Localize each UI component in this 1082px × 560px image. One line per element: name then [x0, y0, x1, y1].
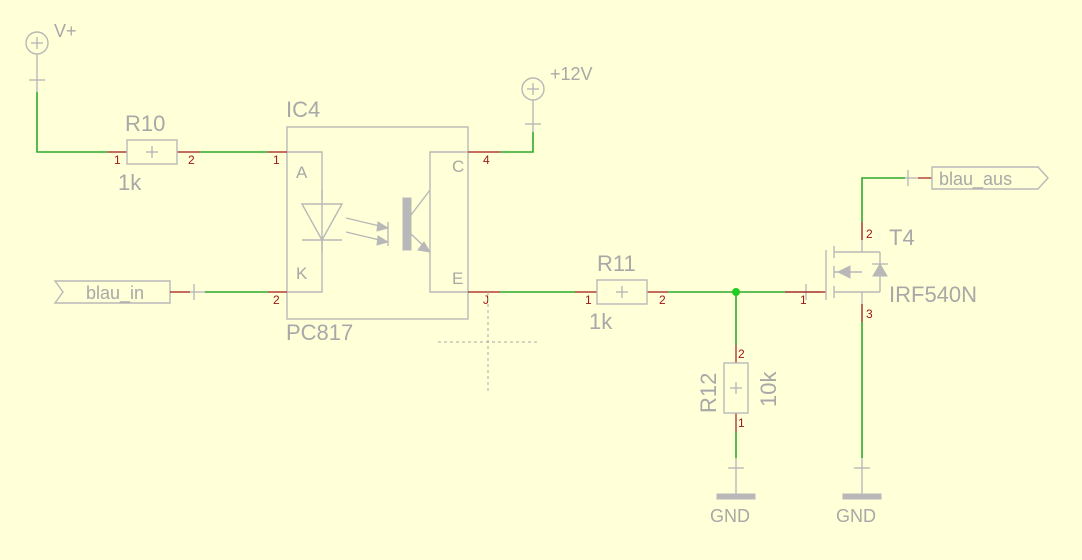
junction-dot [732, 288, 740, 296]
r10-pin1: 1 [114, 153, 121, 167]
wire-drain-blauaus[interactable] [861, 177, 905, 222]
r10-pin2: 2 [188, 153, 195, 167]
ic4-pin1: 1 [273, 153, 280, 167]
v12-label: +12V [550, 64, 593, 84]
wire-vplus-r10[interactable] [36, 92, 108, 153]
port-blau-aus[interactable]: blau_aus [905, 166, 1049, 190]
vplus-label: V+ [54, 21, 77, 41]
gnd2-label: GND [836, 506, 876, 526]
ic4-pin-c-label: C [452, 157, 464, 176]
r12-name: R12 [696, 373, 721, 413]
r12-value: 10k [756, 371, 781, 407]
supply-12v[interactable]: +12V [521, 64, 593, 132]
ground-symbol-2[interactable]: GND [836, 458, 882, 526]
ic4-pin-e-label: E [452, 269, 463, 288]
r12-pin2: 2 [738, 347, 745, 361]
ground-symbol-1[interactable]: GND [710, 458, 756, 526]
t4-pin1: 1 [800, 293, 807, 307]
blau-aus-label: blau_aus [939, 169, 1012, 190]
resistor-r11[interactable]: R11 1k 1 2 [575, 251, 668, 334]
wire-ic4-12v[interactable] [500, 132, 534, 153]
r11-value: 1k [589, 309, 613, 334]
r11-name: R11 [597, 251, 636, 276]
resistor-r12[interactable]: R12 10k 2 1 [696, 345, 781, 432]
r10-name: R10 [125, 111, 165, 136]
wires [36, 92, 905, 458]
blau-in-label: blau_in [86, 283, 144, 304]
mosfet-t4[interactable]: T4 IRF540N 1 2 3 [785, 222, 977, 322]
r11-pin2: 2 [659, 293, 666, 307]
supply-vplus[interactable]: V+ [25, 21, 77, 92]
t4-pin3: 3 [866, 307, 873, 321]
ic4-pin4: 4 [483, 153, 490, 167]
port-blau-in[interactable]: blau_in [53, 280, 205, 304]
r12-pin1: 1 [738, 416, 745, 430]
r10-value: 1k [118, 170, 142, 195]
r11-pin1: 1 [585, 293, 592, 307]
ic4-pin-k-label: K [296, 264, 308, 283]
t4-name: T4 [889, 225, 915, 250]
resistor-r10[interactable]: R10 1k 1 2 [108, 111, 200, 195]
ic4-pin2: 2 [273, 293, 280, 307]
ic4-pin3: J [483, 293, 489, 307]
ic4-name: IC4 [286, 97, 320, 122]
ic4-pin-a-label: A [296, 163, 308, 182]
optocoupler-ic4[interactable]: IC4 PC817 A K C E 1 2 J 4 [268, 97, 500, 345]
ic4-part: PC817 [286, 320, 353, 345]
t4-part: IRF540N [889, 282, 977, 307]
origin-cross-marker [438, 292, 538, 392]
gnd1-label: GND [710, 506, 750, 526]
t4-pin2: 2 [866, 227, 873, 241]
